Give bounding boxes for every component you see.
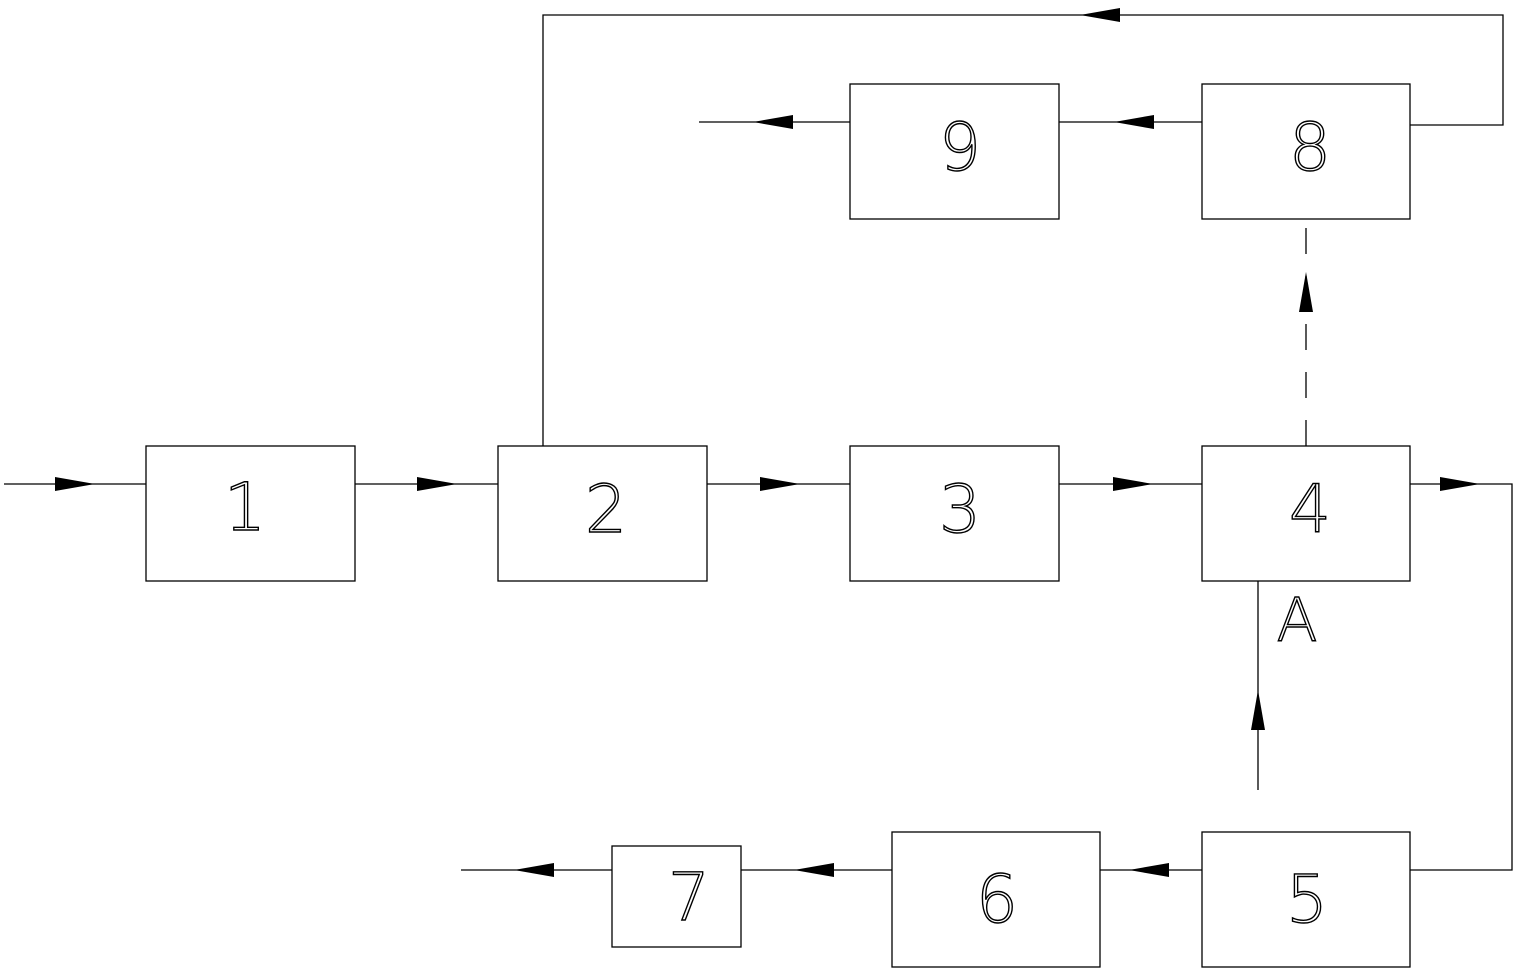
arrow-block-8-to-9 — [1114, 115, 1154, 129]
arrow-block-5-to-6 — [1129, 863, 1169, 877]
point-a-label: A — [1276, 586, 1317, 656]
arrow-block-5-to-4 — [1251, 690, 1265, 730]
arrow-block-4-to-8 — [1299, 272, 1313, 312]
arrow-block-1-to-2 — [417, 477, 457, 491]
block-7 — [611, 845, 742, 948]
block-9-label: 9 — [939, 109, 981, 186]
block-2 — [497, 445, 708, 582]
block-4-to-5-line — [1410, 483, 1513, 871]
block-8 — [1201, 83, 1411, 220]
arrow-input-to-block-1 — [55, 477, 95, 491]
block-1-label: 1 — [224, 469, 266, 546]
arrow-block-4-to-5 — [1440, 477, 1480, 491]
arrow-block-2-to-3 — [760, 477, 800, 491]
block-5 — [1201, 831, 1411, 968]
block-6 — [891, 831, 1101, 968]
arrow-block-6-to-7 — [794, 863, 834, 877]
block-7-label: 7 — [668, 859, 710, 936]
block-3-label: 3 — [939, 471, 981, 548]
block-6-label: 6 — [976, 861, 1018, 938]
arrow-block-3-to-4 — [1113, 477, 1153, 491]
arrow-block-7-output — [514, 863, 554, 877]
block-9 — [849, 83, 1060, 220]
block-8-label: 8 — [1289, 109, 1331, 186]
arrow-block-8-to-2 — [1080, 8, 1120, 22]
arrow-block-9-output — [753, 115, 793, 129]
block-4 — [1201, 445, 1411, 582]
block-1 — [145, 445, 356, 582]
block-2-label: 2 — [585, 471, 627, 548]
block-8-to-2-feedback-line — [542, 14, 1504, 446]
block-5-label: 5 — [1286, 861, 1328, 938]
block-4-label: 4 — [1289, 471, 1331, 548]
block-3 — [849, 445, 1060, 582]
